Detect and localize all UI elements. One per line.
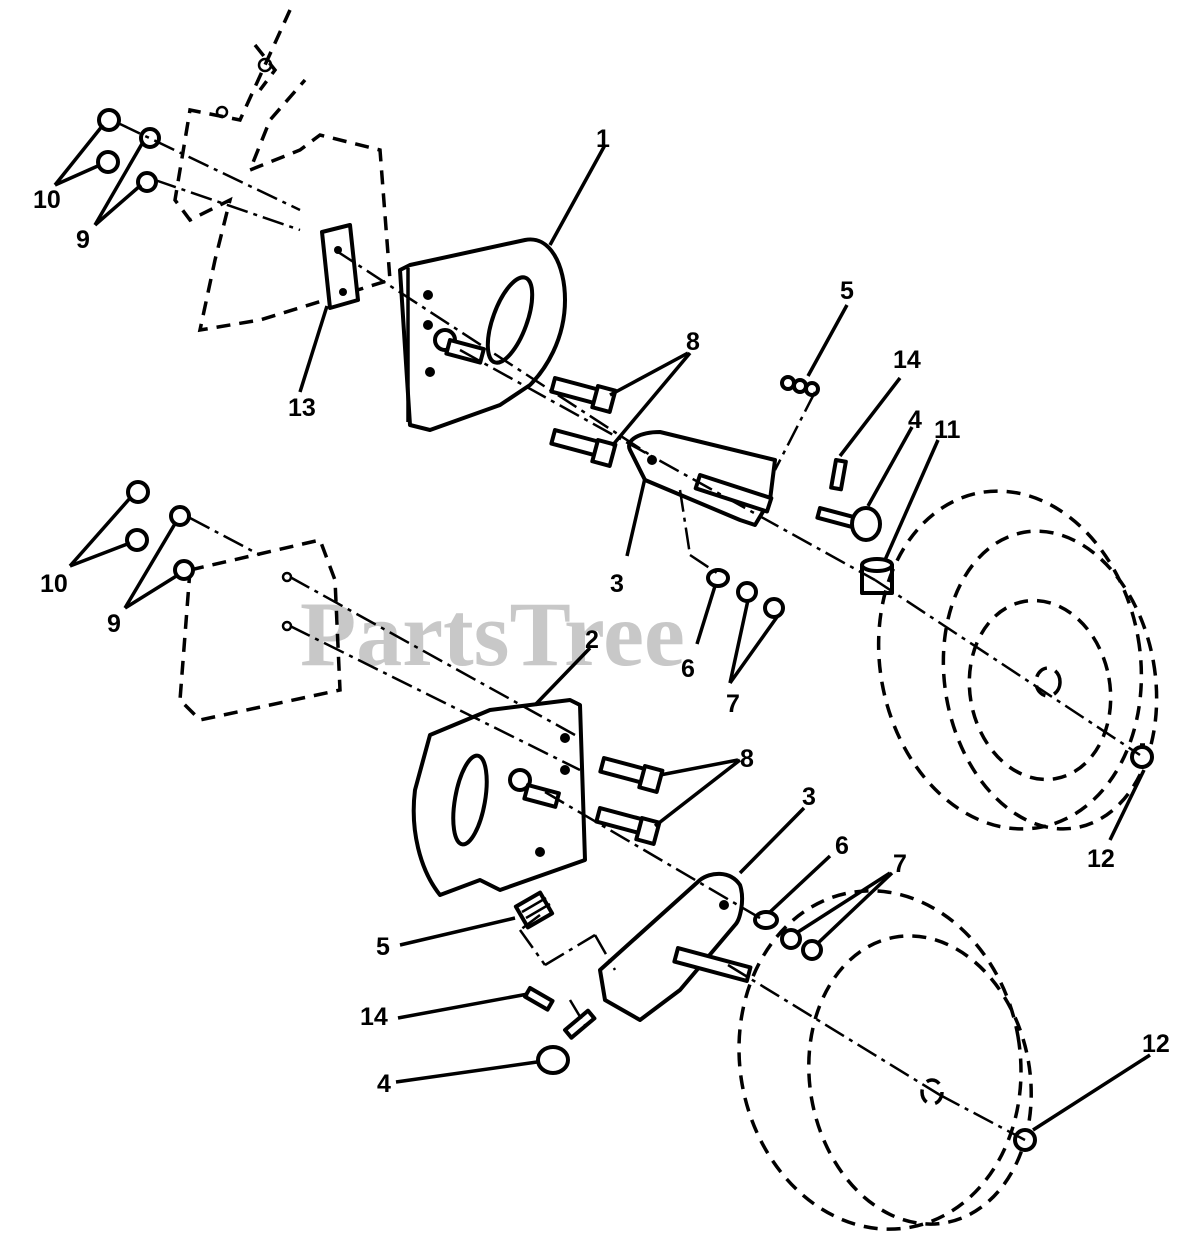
callout-4-lower: 4	[377, 1070, 391, 1098]
callout-11: 11	[934, 416, 961, 444]
hardware-10-9-upper	[96, 108, 161, 193]
callout-1: 1	[596, 125, 610, 153]
center-lines-upper	[119, 122, 1141, 757]
callout-2: 2	[585, 626, 599, 654]
washer-6-lower	[753, 910, 779, 930]
wheel-spacer-11	[860, 557, 894, 595]
callout-14-lower: 14	[360, 1003, 388, 1031]
callout-14-upper: 14	[893, 346, 921, 374]
callout-4-upper: 4	[908, 406, 922, 434]
callout-6-lower: 6	[835, 832, 849, 860]
nut-7-lower	[801, 939, 823, 961]
callout-5-lower: 5	[376, 933, 390, 961]
callout-3-upper: 3	[610, 570, 624, 598]
carriage-bolt-8-upper	[549, 375, 618, 468]
leader-lines	[53, 123, 1151, 1132]
nut-7-upper	[763, 597, 785, 619]
center-lines-lower	[189, 516, 1026, 1142]
height-adjust-plate-1	[398, 237, 567, 432]
watermark: PartsTree	[300, 583, 685, 685]
knob-4-upper	[815, 506, 882, 542]
spring-5-lower	[513, 890, 555, 930]
deck-outline-lower	[178, 537, 342, 722]
nut-7-lower	[780, 928, 802, 950]
callout-10-lower: 10	[40, 570, 68, 598]
pin-14-upper	[829, 457, 848, 492]
callout-10-upper: 10	[33, 186, 61, 214]
callout-7-lower: 7	[893, 850, 907, 878]
carriage-bolt-8-lower	[594, 755, 665, 846]
pin-14-lower	[523, 986, 555, 1012]
callout-13: 13	[288, 394, 316, 422]
callout-8-lower: 8	[740, 745, 754, 773]
deck-hole	[281, 620, 293, 632]
wheel-bracket-3-lower	[598, 871, 753, 1022]
callout-9-upper: 9	[76, 226, 90, 254]
callout-8-upper: 8	[686, 328, 700, 356]
nut-7-upper	[736, 581, 758, 603]
washer-6-upper	[706, 568, 730, 588]
height-adjust-plate-2	[411, 698, 587, 897]
callout-6-upper: 6	[681, 655, 695, 683]
callout-12-upper: 12	[1087, 845, 1115, 873]
spacer-plate-13	[320, 223, 360, 310]
hardware-10-9-lower	[125, 480, 195, 581]
knob-4-lower	[536, 1008, 597, 1075]
wheel-nut-12-upper	[1130, 745, 1154, 769]
callout-labels: 1 2 3 3 4 4 5 5 6 6 7 7 8 8 9 9 10 10 11…	[33, 125, 1170, 1098]
spacer-hole	[339, 288, 347, 296]
spring-5-upper	[780, 375, 820, 397]
callout-12-lower: 12	[1142, 1030, 1170, 1058]
callout-5-upper: 5	[840, 277, 854, 305]
callout-9-lower: 9	[107, 610, 121, 638]
callout-3-lower: 3	[802, 783, 816, 811]
deck-hole	[281, 571, 293, 583]
callout-7-upper: 7	[726, 690, 740, 718]
wheel-upper	[876, 489, 1159, 831]
wheel-lower	[737, 889, 1033, 1231]
